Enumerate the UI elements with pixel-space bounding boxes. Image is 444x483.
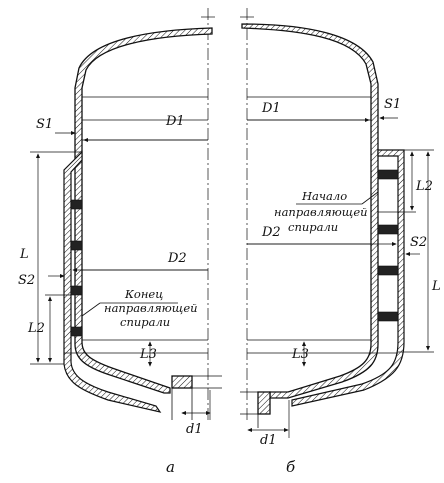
label-D2-b: D2 bbox=[261, 225, 281, 240]
note-spiral-start-line2: направляющей bbox=[274, 205, 368, 219]
label-d1-b: d1 bbox=[260, 433, 277, 448]
vessel-wall-a bbox=[74, 27, 213, 394]
outlet-nozzle-b bbox=[257, 391, 271, 415]
note-spiral-end-line2: направляющей bbox=[104, 301, 198, 315]
label-D1-a: D1 bbox=[165, 114, 185, 129]
spiral-rib-b bbox=[377, 311, 399, 322]
spiral-rib-a bbox=[70, 240, 83, 251]
spiral-rib-b bbox=[377, 224, 399, 235]
panel-a: D1 S1 D2 S2 L L2 L3 d1 Конец направляюще… bbox=[18, 8, 222, 476]
note-spiral-start-line3: спирали bbox=[288, 220, 338, 234]
label-L3-b: L3 bbox=[291, 347, 309, 362]
label-s1-a: S1 bbox=[36, 117, 53, 132]
label-s2-b: S2 bbox=[410, 235, 427, 250]
caption-a: a bbox=[166, 458, 175, 476]
spiral-rib-a bbox=[70, 285, 83, 296]
label-s1-b: S1 bbox=[384, 97, 401, 112]
caption-b: б bbox=[286, 458, 296, 476]
spiral-rib-b bbox=[377, 265, 399, 276]
spiral-rib-a bbox=[70, 199, 83, 210]
jacket-a bbox=[63, 150, 162, 413]
label-L-b: L bbox=[431, 279, 441, 294]
outlet-nozzle-a bbox=[171, 375, 193, 389]
label-L-a: L bbox=[19, 247, 29, 262]
label-s2-a: S2 bbox=[18, 273, 35, 288]
note-spiral-end-line1: Конец bbox=[124, 287, 163, 301]
note-spiral-start-line1: Начало bbox=[301, 189, 347, 203]
jacket-b bbox=[291, 149, 405, 407]
vessel-wall-b bbox=[241, 23, 379, 399]
label-D2-a: D2 bbox=[167, 251, 187, 266]
label-L2-a: L2 bbox=[27, 321, 45, 336]
note-spiral-end-line3: спирали bbox=[120, 315, 170, 329]
label-D1-b: D1 bbox=[261, 101, 281, 116]
label-L2-b: L2 bbox=[415, 179, 433, 194]
spiral-rib-a bbox=[70, 326, 83, 337]
label-d1-a: d1 bbox=[186, 422, 203, 437]
spiral-rib-b bbox=[377, 169, 399, 180]
label-L3-a: L3 bbox=[139, 347, 157, 362]
panel-b: D1 S1 D2 S2 L2 L L3 d1 Начало направляющ… bbox=[240, 8, 441, 476]
